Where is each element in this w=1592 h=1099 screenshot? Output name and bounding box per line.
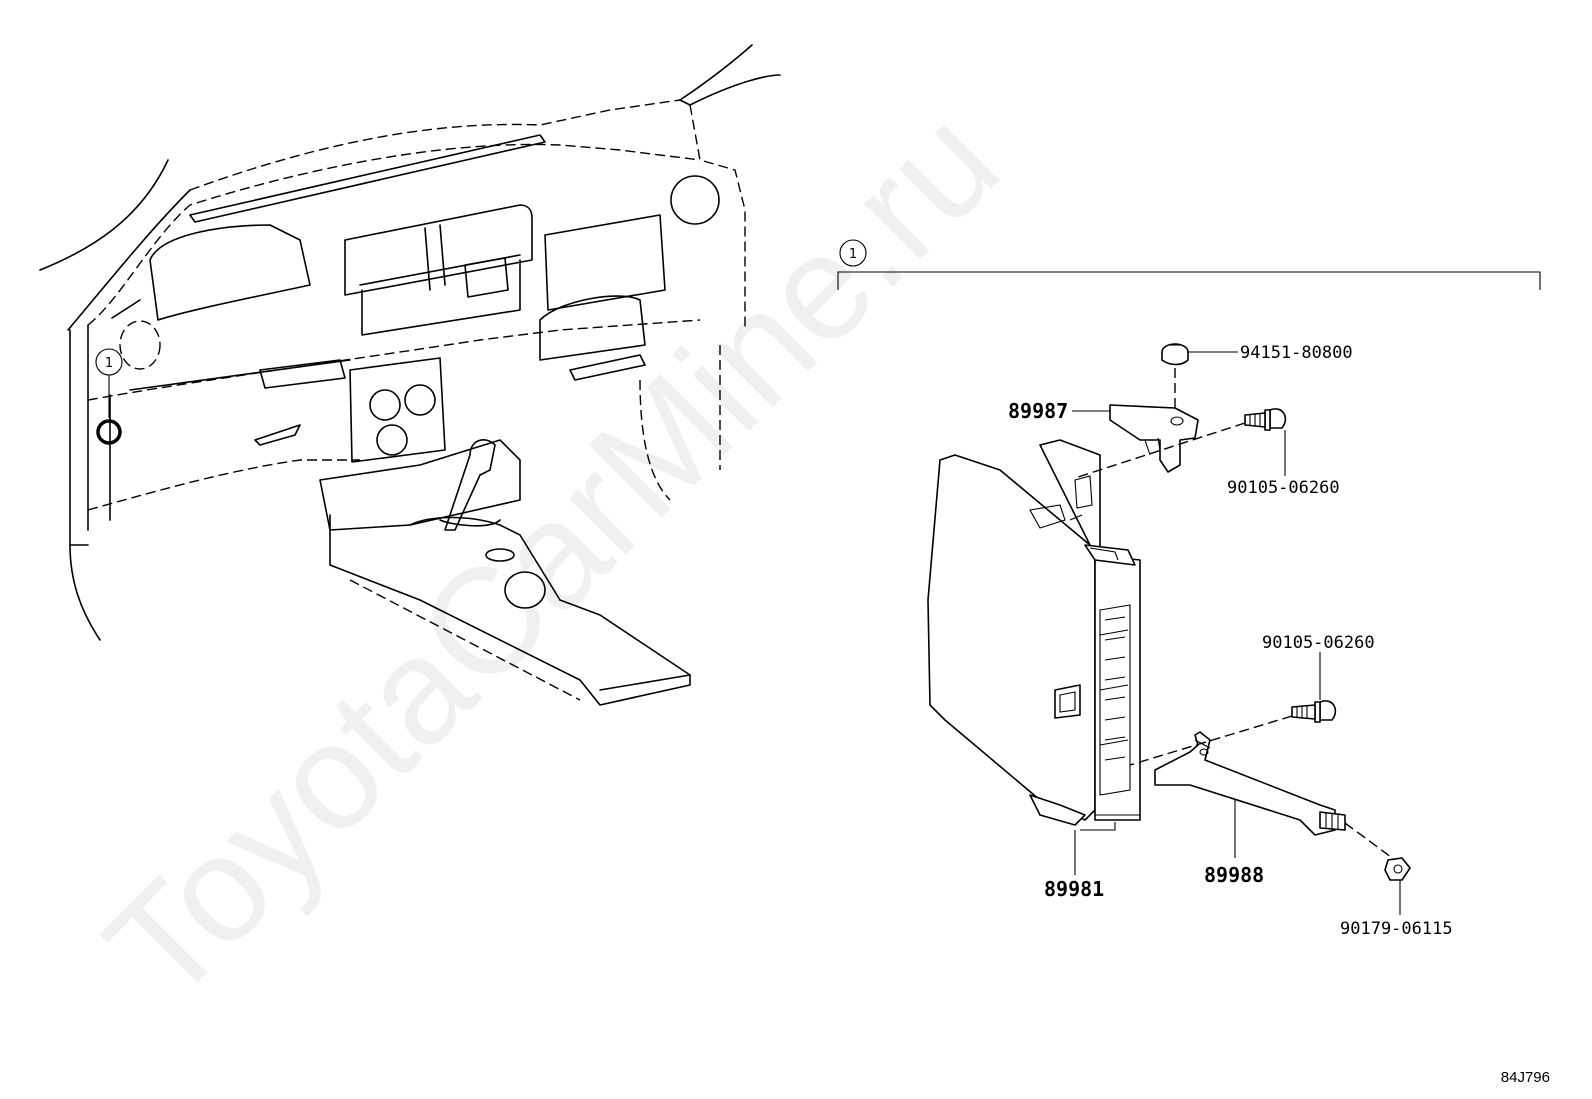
label-94151-80800: 94151-80800	[1240, 343, 1353, 363]
nut-94151-80800	[1161, 343, 1189, 366]
label-90105-06260-top: 90105-06260	[1227, 478, 1340, 498]
reference-code: 84J796	[1501, 1069, 1550, 1086]
nut-90179-06115	[1384, 857, 1411, 881]
callout-circle-assembly	[839, 239, 867, 267]
watermark-text: ToyotaCarMine.ru	[74, 77, 1030, 1033]
bracket-89987	[1109, 404, 1199, 473]
label-90105-06260-mid: 90105-06260	[1262, 633, 1375, 653]
label-89981: 89981	[1044, 877, 1104, 901]
ecu-location-marker	[96, 419, 122, 445]
leader-lines	[1072, 351, 1401, 915]
ecu-body	[927, 454, 1096, 821]
ecu-assembly: 1	[837, 239, 1541, 881]
callout-number-left: 1	[105, 356, 113, 371]
label-89987: 89987	[1008, 399, 1068, 423]
callout-number-assembly: 1	[849, 247, 857, 262]
label-89988: 89988	[1204, 863, 1264, 887]
label-90179-06115: 90179-06115	[1340, 919, 1453, 939]
bracket-89988	[1154, 731, 1336, 836]
bolt-90105-06260-mid	[1291, 700, 1337, 723]
bolt-90105-06260-top	[1244, 408, 1287, 431]
dashboard-illustration: 1	[39, 44, 781, 706]
